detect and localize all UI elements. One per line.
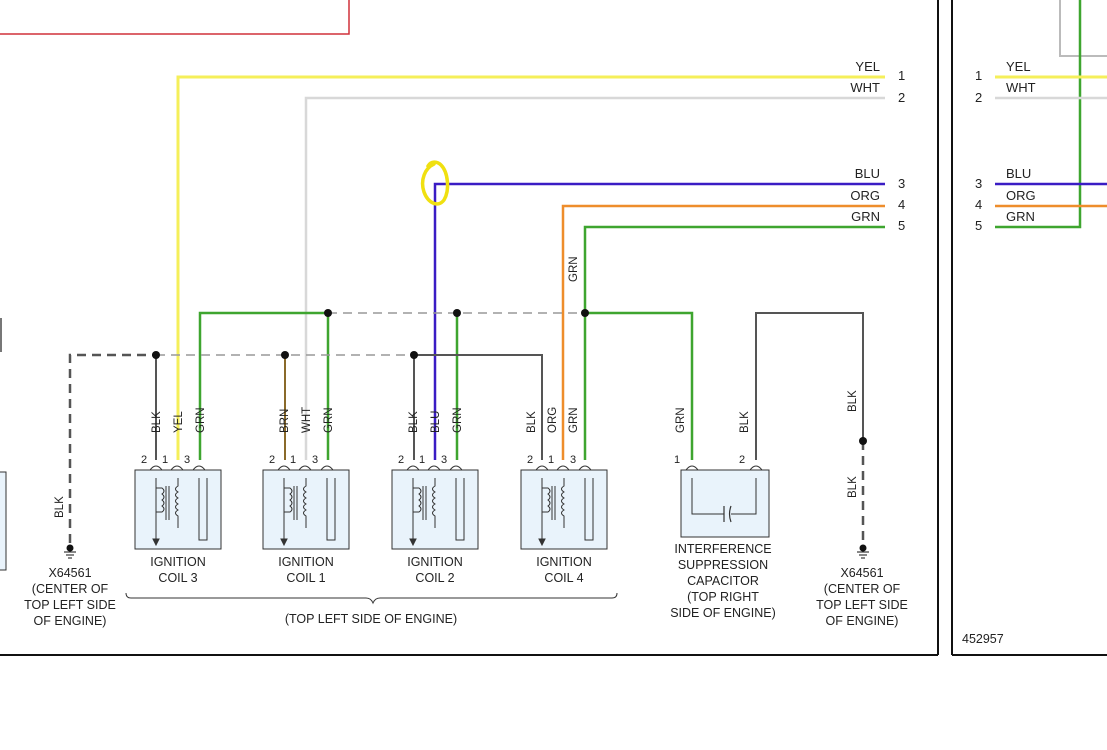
ignition-coil-4: BLK ORG GRN 2 1 3 IGNITION COIL 4	[520, 407, 608, 585]
coils-brace	[125, 592, 618, 605]
svg-text:2: 2	[398, 454, 404, 466]
svg-text:INTERFERENCE: INTERFERENCE	[674, 542, 771, 556]
svg-text:COIL 3: COIL 3	[158, 571, 197, 585]
svg-text:4: 4	[898, 197, 905, 212]
svg-text:2: 2	[527, 454, 533, 466]
svg-text:BRN: BRN	[279, 409, 291, 433]
ground-right: BLK BLK X64561 (CENTER OF TOP LEFT SIDE …	[816, 390, 908, 628]
grn-riser-label: GRN	[568, 256, 580, 282]
ignition-coil-2: BLK BLU GRN 2 1 3 IGNITION COIL 2	[391, 407, 479, 585]
svg-text:5: 5	[898, 218, 905, 233]
left-panel-labels: YEL WHT BLU ORG GRN 1 2 3 4 5	[850, 59, 905, 233]
svg-text:(CENTER OF: (CENTER OF	[32, 582, 109, 596]
svg-text:2: 2	[739, 454, 745, 466]
wire-blu	[433, 182, 885, 460]
svg-text:1: 1	[674, 454, 680, 466]
svg-text:3: 3	[898, 176, 905, 191]
svg-text:X64561: X64561	[840, 566, 883, 580]
green-bus	[198, 309, 694, 460]
svg-text:BLK: BLK	[739, 411, 751, 433]
svg-text:ORG: ORG	[850, 188, 880, 203]
svg-text:YEL: YEL	[1006, 59, 1031, 74]
svg-text:GRN: GRN	[851, 209, 880, 224]
svg-text:GRN: GRN	[452, 407, 464, 433]
svg-text:4: 4	[975, 197, 982, 212]
frame-right	[951, 0, 1107, 656]
svg-text:ORG: ORG	[547, 407, 559, 433]
red-wire	[0, 0, 350, 35]
svg-text:2: 2	[898, 90, 905, 105]
svg-text:CAPACITOR: CAPACITOR	[687, 574, 759, 588]
svg-text:GRN: GRN	[568, 407, 580, 433]
svg-text:TOP LEFT SIDE: TOP LEFT SIDE	[816, 598, 908, 612]
svg-text:2: 2	[141, 454, 147, 466]
frame-main	[0, 0, 939, 656]
svg-text:COIL 2: COIL 2	[415, 571, 454, 585]
svg-text:3: 3	[312, 454, 318, 466]
svg-text:GRN: GRN	[1006, 209, 1035, 224]
svg-text:GRN: GRN	[323, 407, 335, 433]
svg-text:YEL: YEL	[173, 411, 185, 433]
svg-text:1: 1	[419, 454, 425, 466]
svg-text:BLU: BLU	[1006, 166, 1031, 181]
svg-text:BLU: BLU	[855, 166, 880, 181]
ignition-coil-3: BLK YEL GRN 2 1 3 IGNITION COIL 3	[134, 407, 222, 585]
svg-text:BLK: BLK	[847, 390, 859, 412]
svg-text:2: 2	[975, 90, 982, 105]
svg-text:GRN: GRN	[195, 407, 207, 433]
svg-text:5: 5	[975, 218, 982, 233]
svg-text:COIL 1: COIL 1	[286, 571, 325, 585]
svg-text:BLK: BLK	[54, 496, 66, 518]
partial-box-left	[0, 471, 7, 571]
svg-text:(CENTER OF: (CENTER OF	[824, 582, 901, 596]
svg-text:X64561: X64561	[48, 566, 91, 580]
svg-text:1: 1	[898, 68, 905, 83]
svg-text:BLU: BLU	[430, 411, 442, 433]
svg-text:3: 3	[441, 454, 447, 466]
svg-text:OF ENGINE): OF ENGINE)	[826, 614, 899, 628]
wire-wht	[304, 96, 885, 460]
svg-text:(TOP RIGHT: (TOP RIGHT	[687, 590, 759, 604]
svg-text:2: 2	[269, 454, 275, 466]
svg-text:SUPPRESSION: SUPPRESSION	[678, 558, 768, 572]
highlight-mark	[420, 160, 450, 206]
svg-text:3: 3	[184, 454, 190, 466]
wire-org	[561, 204, 885, 460]
svg-text:YEL: YEL	[855, 59, 880, 74]
svg-text:COIL 4: COIL 4	[544, 571, 583, 585]
svg-text:ORG: ORG	[1006, 188, 1036, 203]
capacitor-ground-wire	[755, 312, 867, 543]
right-panel: 1 2 3 4 5 YEL WHT BLU ORG GRN 452957	[962, 0, 1107, 646]
svg-text:BLK: BLK	[151, 411, 163, 433]
wire-grn-main	[583, 225, 885, 460]
wire-yel	[176, 75, 885, 460]
svg-text:1: 1	[290, 454, 296, 466]
svg-text:WHT: WHT	[301, 407, 313, 433]
svg-text:3: 3	[975, 176, 982, 191]
svg-text:WHT: WHT	[850, 80, 880, 95]
svg-text:GRN: GRN	[675, 407, 687, 433]
svg-text:IGNITION: IGNITION	[407, 555, 463, 569]
svg-text:TOP LEFT SIDE: TOP LEFT SIDE	[24, 598, 116, 612]
svg-text:BLK: BLK	[526, 411, 538, 433]
svg-text:IGNITION: IGNITION	[278, 555, 334, 569]
coils-location: (TOP LEFT SIDE OF ENGINE)	[285, 612, 457, 626]
svg-text:WHT: WHT	[1006, 80, 1036, 95]
svg-text:3: 3	[570, 454, 576, 466]
svg-text:IGNITION: IGNITION	[150, 555, 206, 569]
ground-bus	[68, 351, 543, 543]
svg-text:SIDE OF ENGINE): SIDE OF ENGINE)	[670, 606, 776, 620]
svg-text:1: 1	[548, 454, 554, 466]
svg-text:OF ENGINE): OF ENGINE)	[34, 614, 107, 628]
interference-suppression-capacitor: GRN BLK 1 2 INTERFERENCE SUPPRESSION CAP…	[670, 407, 776, 620]
ground-left: BLK X64561 (CENTER OF TOP LEFT SIDE OF E…	[24, 496, 116, 628]
svg-text:1: 1	[162, 454, 168, 466]
svg-text:1: 1	[975, 68, 982, 83]
diagram-id: 452957	[962, 632, 1004, 646]
svg-text:BLK: BLK	[408, 411, 420, 433]
ignition-coil-1: BRN WHT GRN 2 1 3 IGNITION COIL 1	[262, 407, 350, 585]
svg-text:BLK: BLK	[847, 476, 859, 498]
svg-text:IGNITION: IGNITION	[536, 555, 592, 569]
